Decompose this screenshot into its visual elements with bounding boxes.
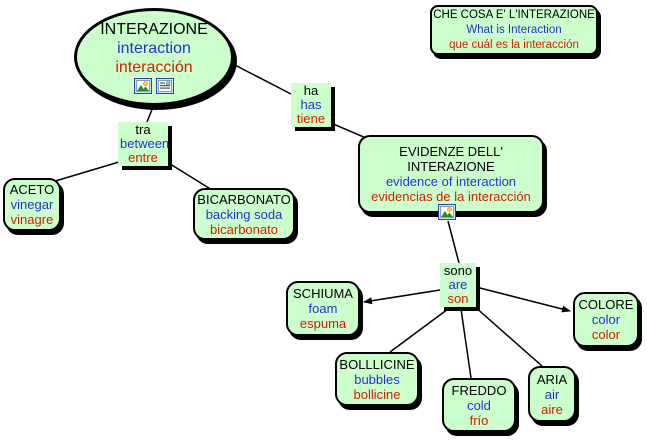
- node-interazione-italian: INTERAZIONE: [100, 21, 208, 38]
- link-label-sono[interactable]: sono are son: [440, 263, 476, 307]
- link-label-ha[interactable]: ha has tiene: [291, 83, 331, 127]
- node-aria-spanish: aire: [541, 401, 563, 417]
- node-bicarbonato[interactable]: BICARBONATO backing soda bicarbonato: [193, 188, 295, 240]
- node-aceto-italian: ACETO: [9, 182, 55, 197]
- link-tra-spanish: entre: [128, 150, 158, 165]
- edge-tra-bicarbonato: [166, 161, 213, 191]
- node-interazione-english: interaction: [117, 40, 191, 57]
- edge-interazione-ha: [228, 61, 292, 95]
- image-icon[interactable]: [438, 204, 456, 220]
- node-question-english: What is Interaction: [466, 23, 562, 36]
- node-question-italian: CHE COSA E' L'INTERAZIONE: [433, 8, 595, 21]
- node-freddo-english: cold: [467, 397, 491, 413]
- document-icon[interactable]: [156, 78, 174, 94]
- node-aceto-spanish: vinagre: [10, 212, 54, 227]
- node-evidenze-spanish: evidencias de la interacción: [371, 189, 531, 204]
- edge-interazione-tra: [146, 106, 154, 123]
- edge-sono-aria: [473, 305, 543, 367]
- node-schiuma-spanish: espuma: [299, 316, 347, 331]
- node-bicarbonato-english: backing soda: [205, 206, 283, 222]
- link-tra-english: between: [120, 136, 170, 151]
- node-schiuma[interactable]: SCHIUMA foam espuma: [286, 281, 360, 336]
- node-evidenze[interactable]: EVIDENZE DELL' INTERAZIONE evidence of i…: [358, 135, 544, 213]
- node-colore[interactable]: COLORE color color: [573, 292, 639, 347]
- edge-sono-schiuma: [363, 289, 441, 305]
- node-evidenze-english: evidence of interaction: [385, 174, 517, 189]
- node-bolllicine[interactable]: BOLLLICINE bubbles bollicine: [335, 352, 419, 406]
- edge-sono-colore: [475, 286, 571, 313]
- node-aria[interactable]: ARIA air aire: [528, 366, 576, 422]
- edge-sono-bolllicine: [389, 308, 449, 353]
- resource-icons: [134, 78, 174, 94]
- image-icon[interactable]: [134, 78, 152, 94]
- node-schiuma-english: foam: [308, 301, 338, 316]
- edge-evidenze-sono: [447, 220, 460, 264]
- link-label-tra[interactable]: tra between entre: [118, 122, 170, 166]
- node-aria-italian: ARIA: [536, 371, 568, 387]
- node-aceto-english: vinegar: [10, 197, 54, 212]
- node-interazione-spanish: interacción: [115, 59, 193, 76]
- node-bicarbonato-spanish: bicarbonato: [210, 221, 278, 237]
- node-bolllicine-spanish: bollicine: [353, 386, 401, 402]
- node-freddo-spanish: frío: [469, 412, 489, 428]
- node-question[interactable]: CHE COSA E' L'INTERAZIONE What is Intera…: [430, 5, 598, 55]
- node-evidenze-italian: EVIDENZE DELL' INTERAZIONE: [399, 144, 503, 174]
- node-schiuma-italian: SCHIUMA: [293, 286, 353, 301]
- node-interazione[interactable]: INTERAZIONE interaction interacción: [74, 8, 234, 106]
- node-freddo-italian: FREDDO: [451, 382, 507, 398]
- link-ha-italian: ha: [303, 83, 319, 98]
- node-freddo[interactable]: FREDDO cold frío: [442, 378, 516, 432]
- link-tra-italian: tra: [135, 122, 151, 137]
- edge-sono-freddo: [460, 308, 472, 379]
- node-colore-italian: COLORE: [578, 297, 634, 312]
- node-question-spanish: que cuál es la interacción: [449, 38, 579, 51]
- link-ha-spanish: tiene: [296, 111, 326, 126]
- node-colore-spanish: color: [591, 327, 621, 342]
- link-sono-english: are: [448, 277, 468, 292]
- node-bolllicine-italian: BOLLLICINE: [339, 356, 415, 372]
- node-aceto[interactable]: ACETO vinegar vinagre: [3, 178, 61, 231]
- link-sono-italian: sono: [443, 263, 473, 278]
- link-sono-spanish: son: [447, 291, 469, 306]
- node-bolllicine-english: bubbles: [354, 371, 400, 387]
- node-colore-english: color: [591, 312, 621, 327]
- node-aria-english: air: [544, 386, 560, 402]
- link-ha-english: has: [300, 97, 322, 112]
- edge-tra-aceto: [51, 161, 120, 183]
- node-bicarbonato-italian: BICARBONATO: [197, 191, 291, 207]
